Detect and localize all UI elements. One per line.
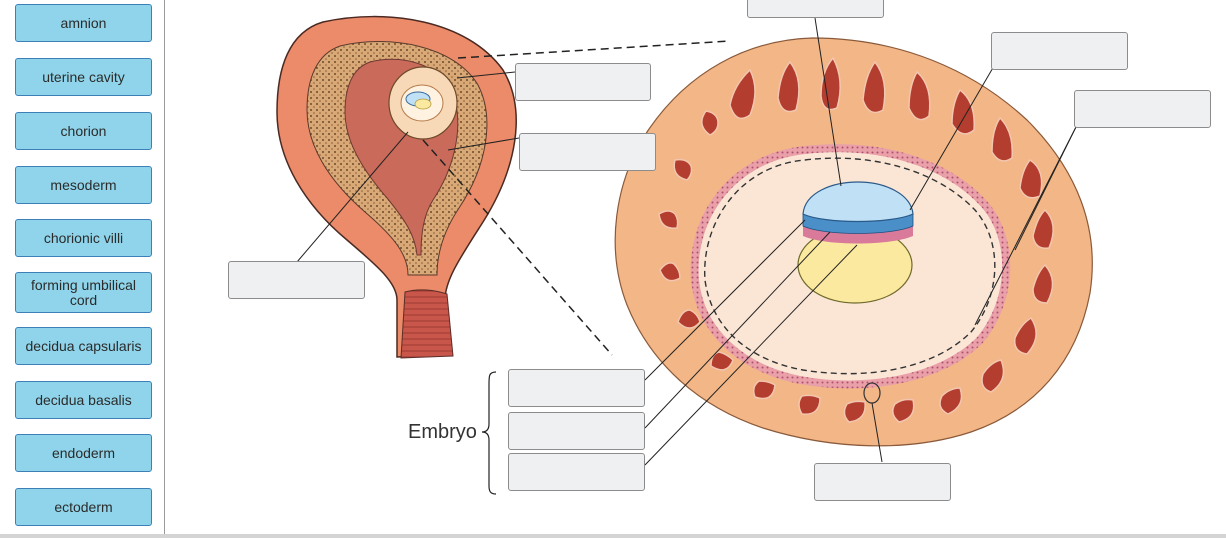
uterus-illustration — [276, 15, 517, 359]
drop-slot-blastocyst[interactable] — [515, 63, 651, 101]
chip-decidua-basalis[interactable]: decidua basalis — [15, 381, 152, 419]
drop-slot-embryo-3[interactable] — [508, 453, 645, 491]
drop-slot-uterine-wall[interactable] — [228, 261, 365, 299]
chip-chorion[interactable]: chorion — [15, 112, 152, 150]
drop-slot-decidua-basalis[interactable] — [814, 463, 951, 501]
bottom-divider — [0, 534, 1226, 538]
chip-uterine-cavity[interactable]: uterine cavity — [15, 58, 152, 96]
chip-decidua-capsularis[interactable]: decidua capsularis — [15, 327, 152, 365]
implantation-magnified — [614, 37, 1093, 447]
drop-slot-upper-right[interactable] — [991, 32, 1128, 70]
mesoderm-band — [803, 225, 913, 244]
drop-slot-embryo-1[interactable] — [508, 369, 645, 407]
amniotic-cavity — [802, 181, 914, 223]
chip-endoderm[interactable]: endoderm — [15, 434, 152, 472]
chip-forming-umbilical-cord[interactable]: forming umbilical cord — [15, 272, 152, 313]
embryo-label: Embryo — [408, 421, 477, 443]
chip-chorionic-villi[interactable]: chorionic villi — [15, 219, 152, 257]
embryo-bracket — [481, 371, 497, 495]
drop-slot-embryo-2[interactable] — [508, 412, 645, 450]
word-bank: amnion uterine cavity chorion mesoderm c… — [0, 0, 165, 534]
drop-slot-right[interactable] — [1074, 90, 1211, 128]
drop-slot-cavity[interactable] — [519, 133, 656, 171]
chip-amnion[interactable]: amnion — [15, 4, 152, 42]
uterus-embryo-diagram — [276, 15, 1093, 495]
cervix — [400, 289, 454, 359]
drop-slot-amnion-top[interactable] — [747, 0, 884, 18]
diagram-area: Embryo — [165, 0, 1226, 534]
chip-mesoderm[interactable]: mesoderm — [15, 166, 152, 204]
chip-ectoderm[interactable]: ectoderm — [15, 488, 152, 526]
